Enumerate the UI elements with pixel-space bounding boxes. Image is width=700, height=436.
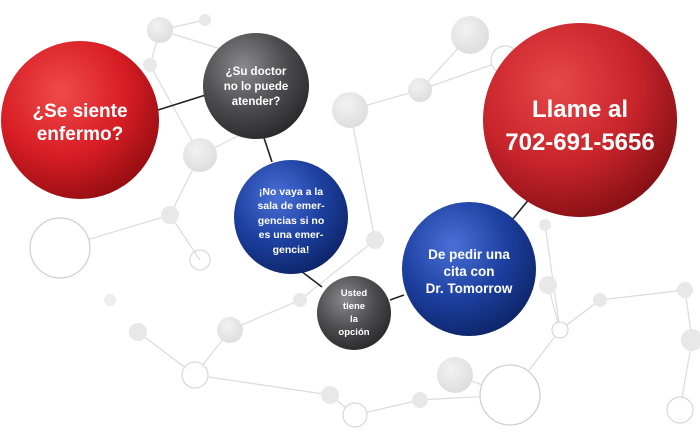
bubble-option-circle: [317, 276, 391, 350]
connector-appt-call: [511, 197, 531, 221]
er-line-1: ¡No vaya a la: [258, 185, 324, 198]
bubble-er-circle: [234, 160, 348, 274]
appt-line-3: Dr. Tomorrow: [425, 280, 513, 296]
option-line-2: tiene: [342, 301, 366, 312]
doctor-line-3: atender?: [231, 95, 281, 108]
er-line-3: gencias si no: [257, 214, 325, 227]
bubble-call-circle: [483, 23, 677, 217]
bubble-appt-circle: [402, 202, 536, 336]
bubble-option-text: Usted tiene la opción: [320, 280, 388, 346]
er-line-4: es una emer-: [258, 229, 324, 242]
doctor-line-1: ¿Su doctor: [225, 65, 287, 78]
appt-line-2: cita con: [443, 263, 495, 279]
er-line-5: gencia!: [272, 243, 310, 256]
bubble-doctor-text: ¿Su doctor no lo puede atender?: [212, 58, 300, 116]
er-line-2: sala de emer-: [257, 200, 325, 213]
connector-sick-doctor: [157, 92, 213, 111]
sick-line-2: enfermo?: [36, 124, 124, 145]
phone-number[interactable]: 702-691-5656: [505, 129, 655, 156]
bubble-sick-text: ¿Se siente enfermo?: [20, 88, 140, 158]
call-line-1: Llame al: [531, 96, 629, 123]
connector-doctor-er: [262, 134, 273, 163]
connector-option-appt: [389, 294, 405, 301]
bubble-er-text: ¡No vaya a la sala de emer- gencias si n…: [240, 176, 342, 266]
appt-line-1: De pedir una: [428, 246, 510, 262]
option-line-3: la: [350, 314, 358, 325]
sick-line-1: ¿Se siente: [32, 101, 128, 122]
option-line-1: Usted: [340, 288, 368, 299]
bubble-doctor-circle: [203, 33, 309, 139]
main-bubbles: [1, 23, 677, 350]
doctor-line-2: no lo puede: [223, 80, 289, 93]
option-line-4: opción: [338, 327, 370, 338]
bubble-sick-circle: [1, 41, 159, 199]
background-nodes: [29, 14, 700, 428]
bubble-appointment-text: De pedir una cita con Dr. Tomorrow: [405, 236, 533, 306]
bubble-call-text: Llame al 702-691-5656: [485, 86, 675, 166]
